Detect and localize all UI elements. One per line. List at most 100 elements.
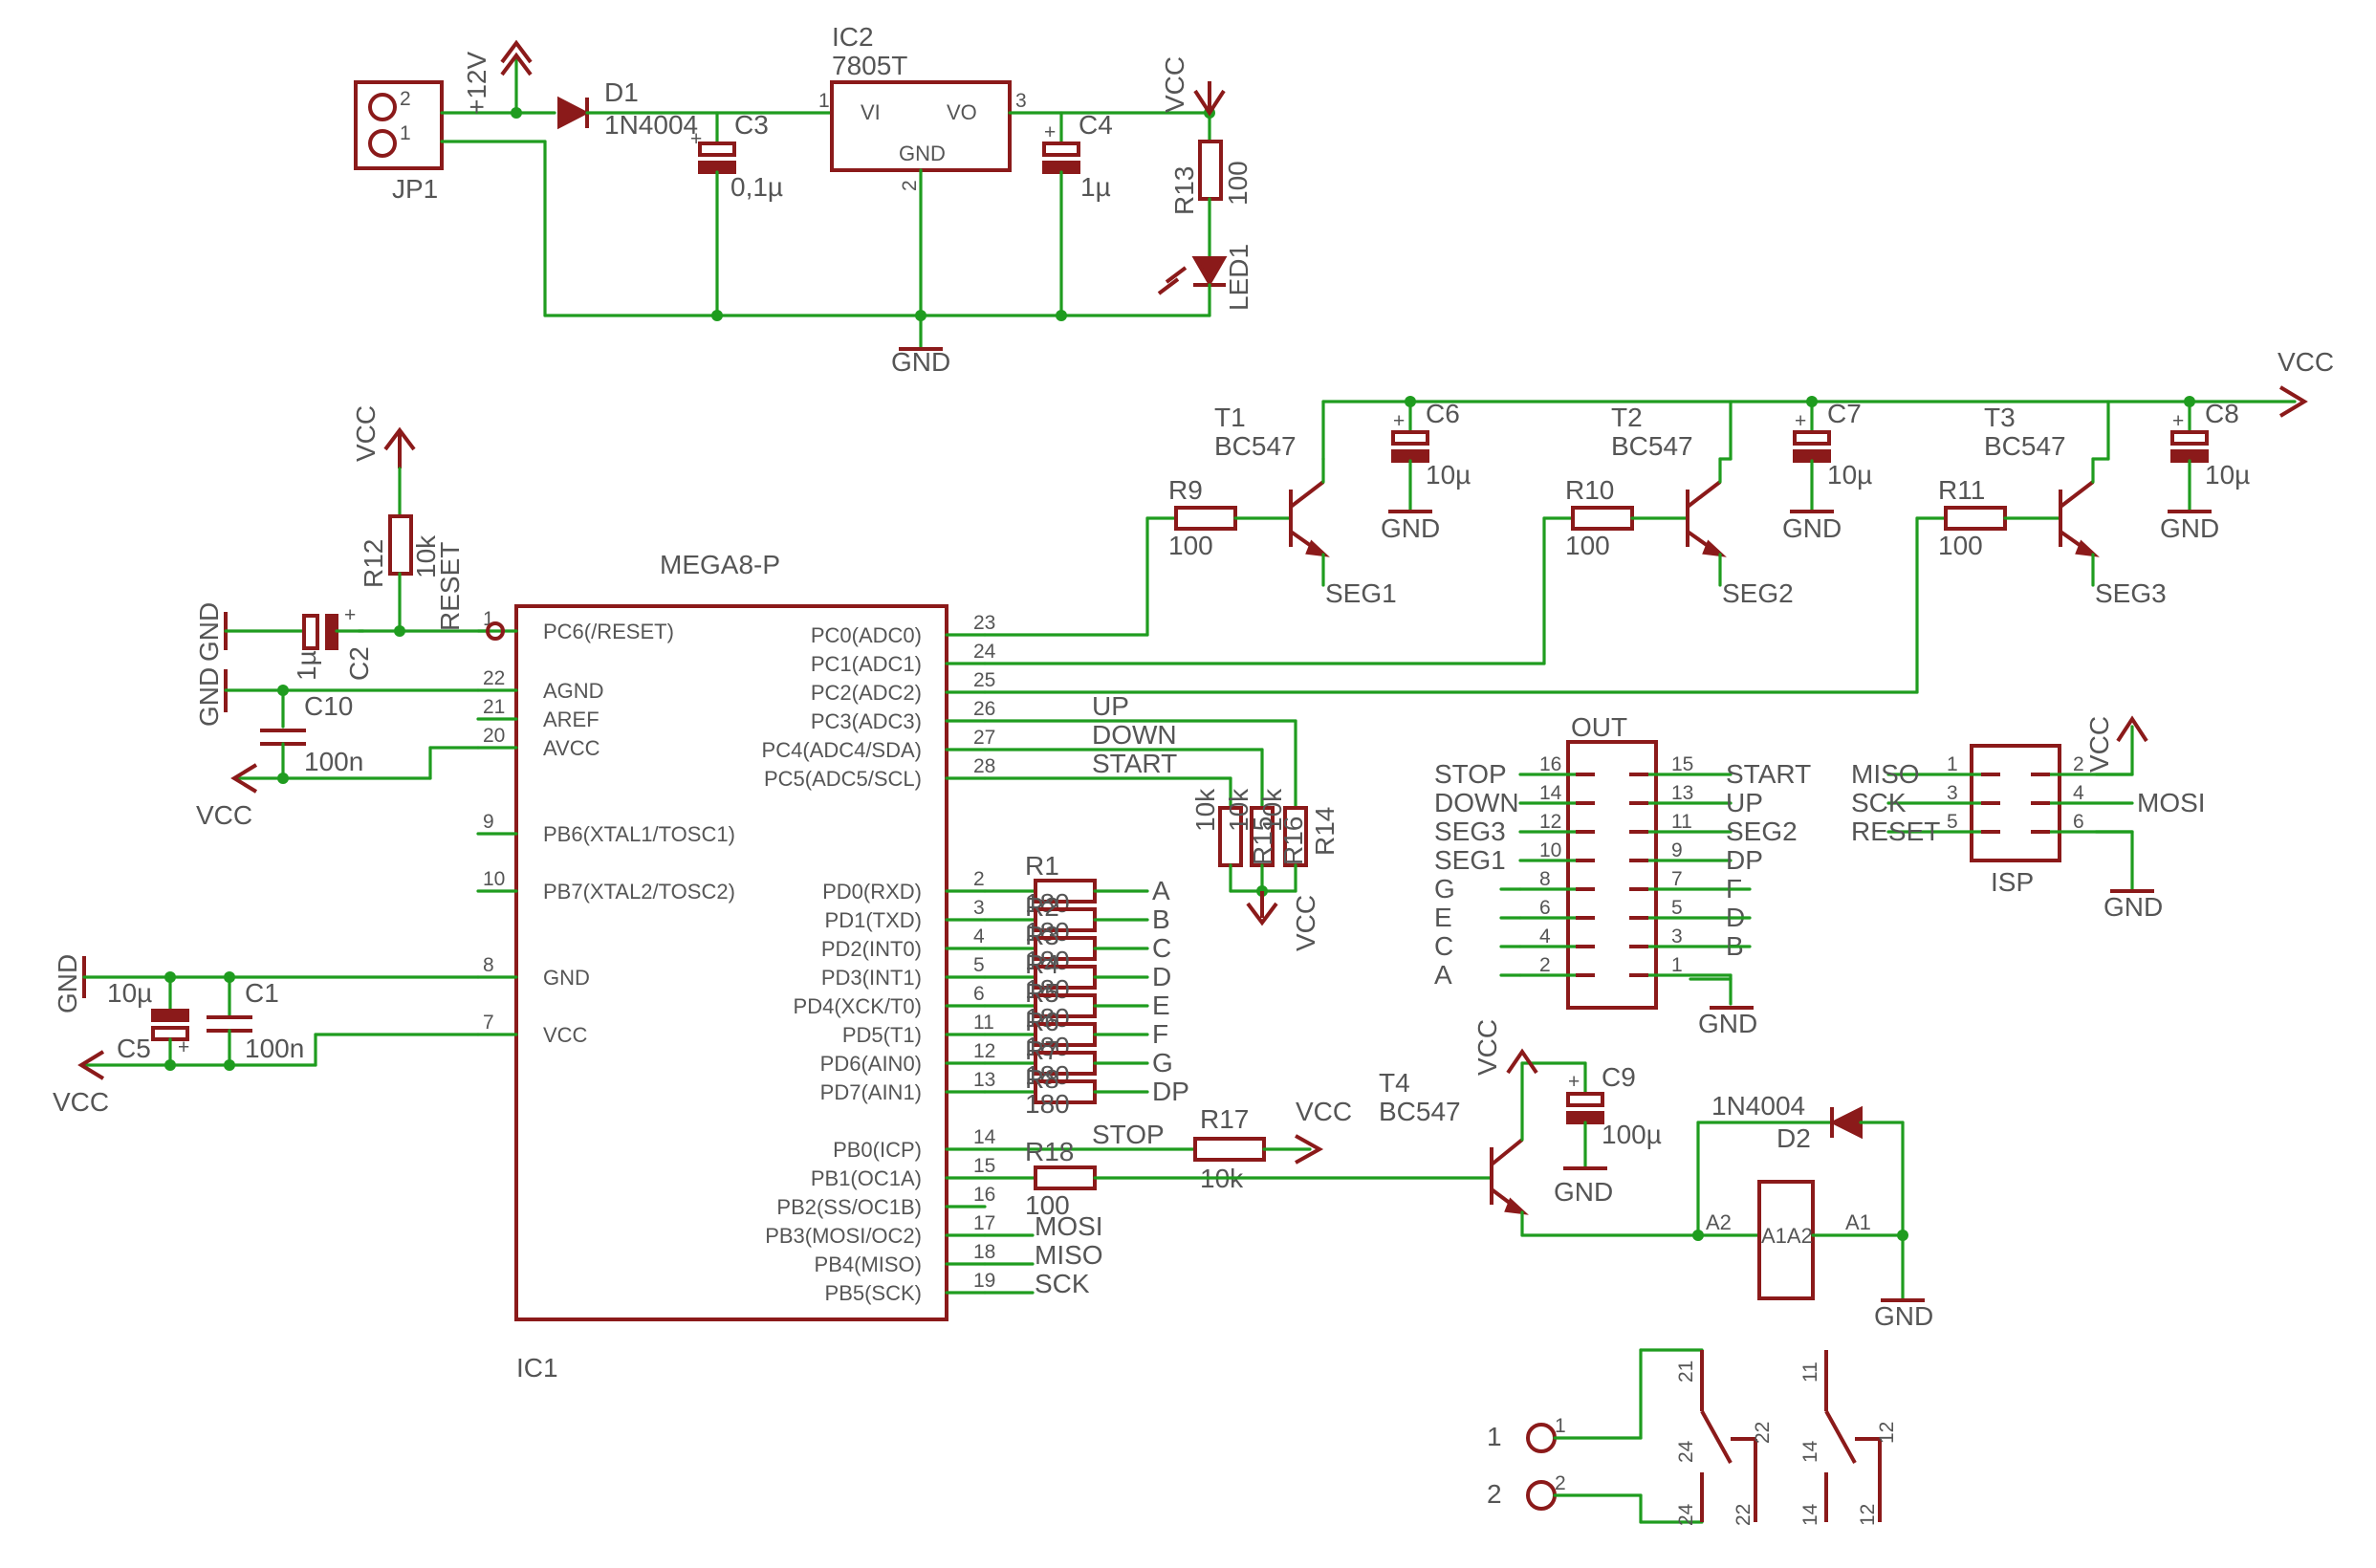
t4-value: BC547 xyxy=(1379,1097,1461,1126)
svg-text:14: 14 xyxy=(1799,1440,1821,1463)
mcu-pin-num: 24 xyxy=(973,641,996,663)
mcu-pin-label: PD5(T1) xyxy=(842,1023,922,1047)
svg-text:+: + xyxy=(1795,410,1806,432)
mcu-pin-label: PC0(ADC0) xyxy=(811,623,922,647)
digit-drivers: VCC xyxy=(1321,347,2334,418)
mcu-body xyxy=(514,604,948,1321)
svg-text:R16: R16 xyxy=(1278,817,1308,865)
up-label: UP xyxy=(1092,691,1129,721)
a1-label: A1 xyxy=(1845,1210,1871,1234)
mcu-pin-num: 11 xyxy=(973,1012,994,1034)
isp-pin-label: MISO xyxy=(1851,759,1920,789)
vcc-supply-label: VCC xyxy=(53,1087,109,1117)
mcu-pin-num: 8 xyxy=(483,954,494,976)
c10-ref: C10 xyxy=(304,691,353,721)
d1-ref: D1 xyxy=(604,77,639,107)
svg-text:24: 24 xyxy=(1675,1503,1697,1526)
svg-text:10k: 10k xyxy=(1224,788,1253,832)
c4-capacitor xyxy=(1042,142,1080,157)
mcu-pin-label: PB4(MISO) xyxy=(815,1252,922,1276)
c4-ref: C4 xyxy=(1079,110,1113,140)
isp-pin-label: RESET xyxy=(1851,817,1940,846)
mcu-pin-label: PC2(ADC2) xyxy=(811,681,922,705)
resistor-ref: R9 xyxy=(1168,475,1203,505)
svg-text:22: 22 xyxy=(1733,1504,1755,1526)
c3-ref: C3 xyxy=(734,110,769,140)
mcu-pin-num: 4 xyxy=(973,926,985,947)
capacitor-ref: C7 xyxy=(1827,399,1862,428)
mcu-pin-label: PC6(/RESET) xyxy=(543,620,674,643)
mcu-pin-label: PC5(ADC5/SCL) xyxy=(764,767,922,791)
segment-net-label: B xyxy=(1152,904,1170,934)
d1-value: 1N4004 xyxy=(604,110,698,140)
out-pin-num: 11 xyxy=(1671,811,1692,833)
gnd-label: GND xyxy=(1381,513,1440,543)
jp1-connector xyxy=(354,80,444,170)
c5-ref: C5 xyxy=(117,1034,151,1063)
mcu-pin-num: 21 xyxy=(483,696,505,718)
resistor-value: 100 xyxy=(1565,531,1610,560)
mcu-pin-label: PD6(AIN0) xyxy=(820,1052,922,1076)
mcu-pin-label: AREF xyxy=(543,708,599,731)
resistor-value: 100 xyxy=(1168,531,1213,560)
mcu-pin-num: 25 xyxy=(973,669,995,691)
capacitor-ref: C8 xyxy=(2205,399,2239,428)
ic2-ref: IC2 xyxy=(832,22,874,52)
out-pin-num: 12 xyxy=(1539,811,1561,833)
segment-resistor-ref: R3 xyxy=(1025,921,1059,950)
vcc-r12-label: VCC xyxy=(351,405,381,462)
mcu-pin-label: PB5(SCK) xyxy=(825,1281,922,1305)
segment-resistor-value: 180 xyxy=(1025,917,1070,947)
out-pin-num: 5 xyxy=(1671,897,1683,919)
mcu-pin-label: PB2(SS/OC1B) xyxy=(776,1195,922,1219)
transistor-ref: T3 xyxy=(1984,403,2016,432)
mcu-pin-num: 27 xyxy=(973,727,995,749)
out-pin-label: A xyxy=(1434,960,1452,990)
segment-resistor-value: 180 xyxy=(1025,1032,1070,1061)
mcu-left-pins: 1PC6(/RESET)22AGND21AREF20AVCC9PB6(XTAL1… xyxy=(476,608,735,1047)
isp-pin-num: 4 xyxy=(2073,782,2084,804)
mcu-pin-label: AVCC xyxy=(543,736,600,760)
segment-net-label: C xyxy=(1152,933,1171,963)
relay-coil xyxy=(1757,1180,1815,1300)
terminal-2 xyxy=(1526,1480,1557,1511)
terminal-1 xyxy=(1526,1423,1557,1453)
svg-text:GND: GND xyxy=(899,142,946,165)
segment-net-label: G xyxy=(1152,1048,1173,1078)
segment-net-label: SEG1 xyxy=(1325,578,1397,608)
svg-text:10k: 10k xyxy=(1257,788,1287,832)
out-pin-num: 13 xyxy=(1671,782,1693,804)
d2-diode xyxy=(1829,1105,1863,1140)
mcu-pin-num: 20 xyxy=(483,725,505,747)
stop-label: STOP xyxy=(1092,1120,1165,1149)
transistor-value: BC547 xyxy=(1611,431,1693,461)
r17-ref: R17 xyxy=(1200,1104,1249,1134)
gnd-out-label: GND xyxy=(1698,1009,1757,1038)
out-pin-num: 15 xyxy=(1671,753,1693,775)
mcu-pin-num: 13 xyxy=(973,1069,995,1091)
out-pin-label: DP xyxy=(1726,845,1763,875)
vcc-r17-label: VCC xyxy=(1296,1097,1352,1126)
c3-value: 0,1µ xyxy=(730,172,783,202)
mcu-pin-num: 19 xyxy=(973,1270,995,1292)
svg-text:2: 2 xyxy=(899,180,921,191)
mcu-pin-label: PB3(MOSI/OC2) xyxy=(765,1224,922,1248)
mcu-pin-label: PD3(INT1) xyxy=(821,966,922,990)
r18-resistor xyxy=(1034,1165,1097,1190)
mcu-pin-label: PD0(RXD) xyxy=(822,880,922,904)
svg-text:11: 11 xyxy=(1799,1361,1821,1383)
r1-ref: R1 xyxy=(1025,851,1059,881)
decoupling-capacitor xyxy=(1793,430,1831,446)
vcc-isp-label: VCC xyxy=(2084,716,2114,773)
resistor-ref: R11 xyxy=(1938,475,1985,505)
out-pin-label: G xyxy=(1434,874,1455,904)
out-pin-label: C xyxy=(1434,931,1453,961)
portb-section: STOP R17 10k VCC R18 100 MOSI MISO SCK xyxy=(983,1097,1493,1298)
segment-resistors: R1 A180BR2180CR3180DR4180ER5180FR6180GR7… xyxy=(983,851,1189,1119)
out-pin-label: SEG2 xyxy=(1726,817,1798,846)
segment-resistor-value: 180 xyxy=(1025,1089,1070,1119)
down-label: DOWN xyxy=(1092,720,1177,750)
